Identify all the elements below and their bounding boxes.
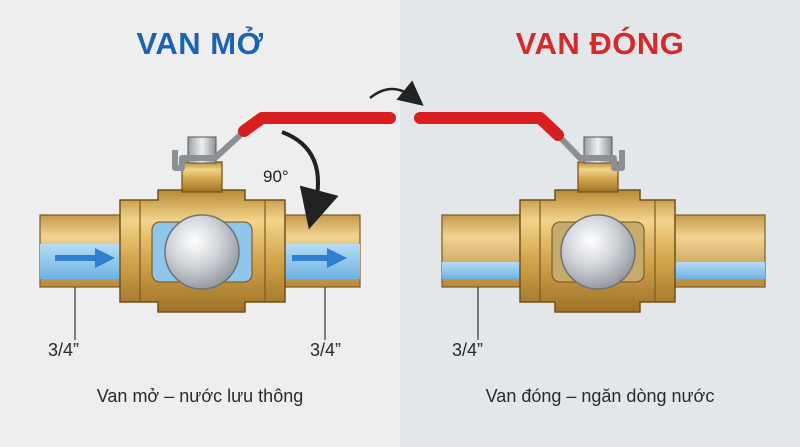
size-label: 3/4” — [452, 340, 484, 360]
water-right — [665, 262, 765, 279]
lever-arm — [172, 125, 251, 171]
lever-handle[interactable] — [414, 112, 564, 141]
size-label-left: 3/4” — [48, 340, 80, 360]
lever-handle[interactable] — [238, 112, 396, 137]
flow-arrow-left — [55, 248, 115, 268]
open-valve — [39, 112, 396, 340]
valve-ball — [164, 214, 240, 290]
size-label-right: 3/4” — [310, 340, 342, 360]
flow-arrow-right — [292, 248, 347, 268]
open-panel: VAN MỞ 3/4” 3/4” 90° Van mở – nước lưu t… — [48, 26, 342, 406]
rotation-angle-label: 90° — [263, 167, 289, 186]
transition-arrow-icon — [369, 80, 424, 106]
water-left — [40, 244, 130, 279]
water-left — [442, 262, 532, 279]
rotation-arrow-icon — [281, 130, 339, 230]
closed-valve — [414, 112, 766, 340]
valve-stem — [181, 161, 223, 193]
closed-panel: VAN ĐÓNG 3/4” Van đóng – ngăn dòng nước — [400, 0, 800, 447]
lever-arm — [552, 129, 625, 171]
closed-caption: Van đóng – ngăn dòng nước — [485, 386, 715, 406]
open-title: VAN MỞ — [136, 26, 264, 61]
water-right — [275, 244, 360, 279]
closed-title: VAN ĐÓNG — [515, 26, 685, 61]
valve-ball — [560, 214, 636, 290]
open-caption: Van mở – nước lưu thông — [96, 386, 304, 406]
